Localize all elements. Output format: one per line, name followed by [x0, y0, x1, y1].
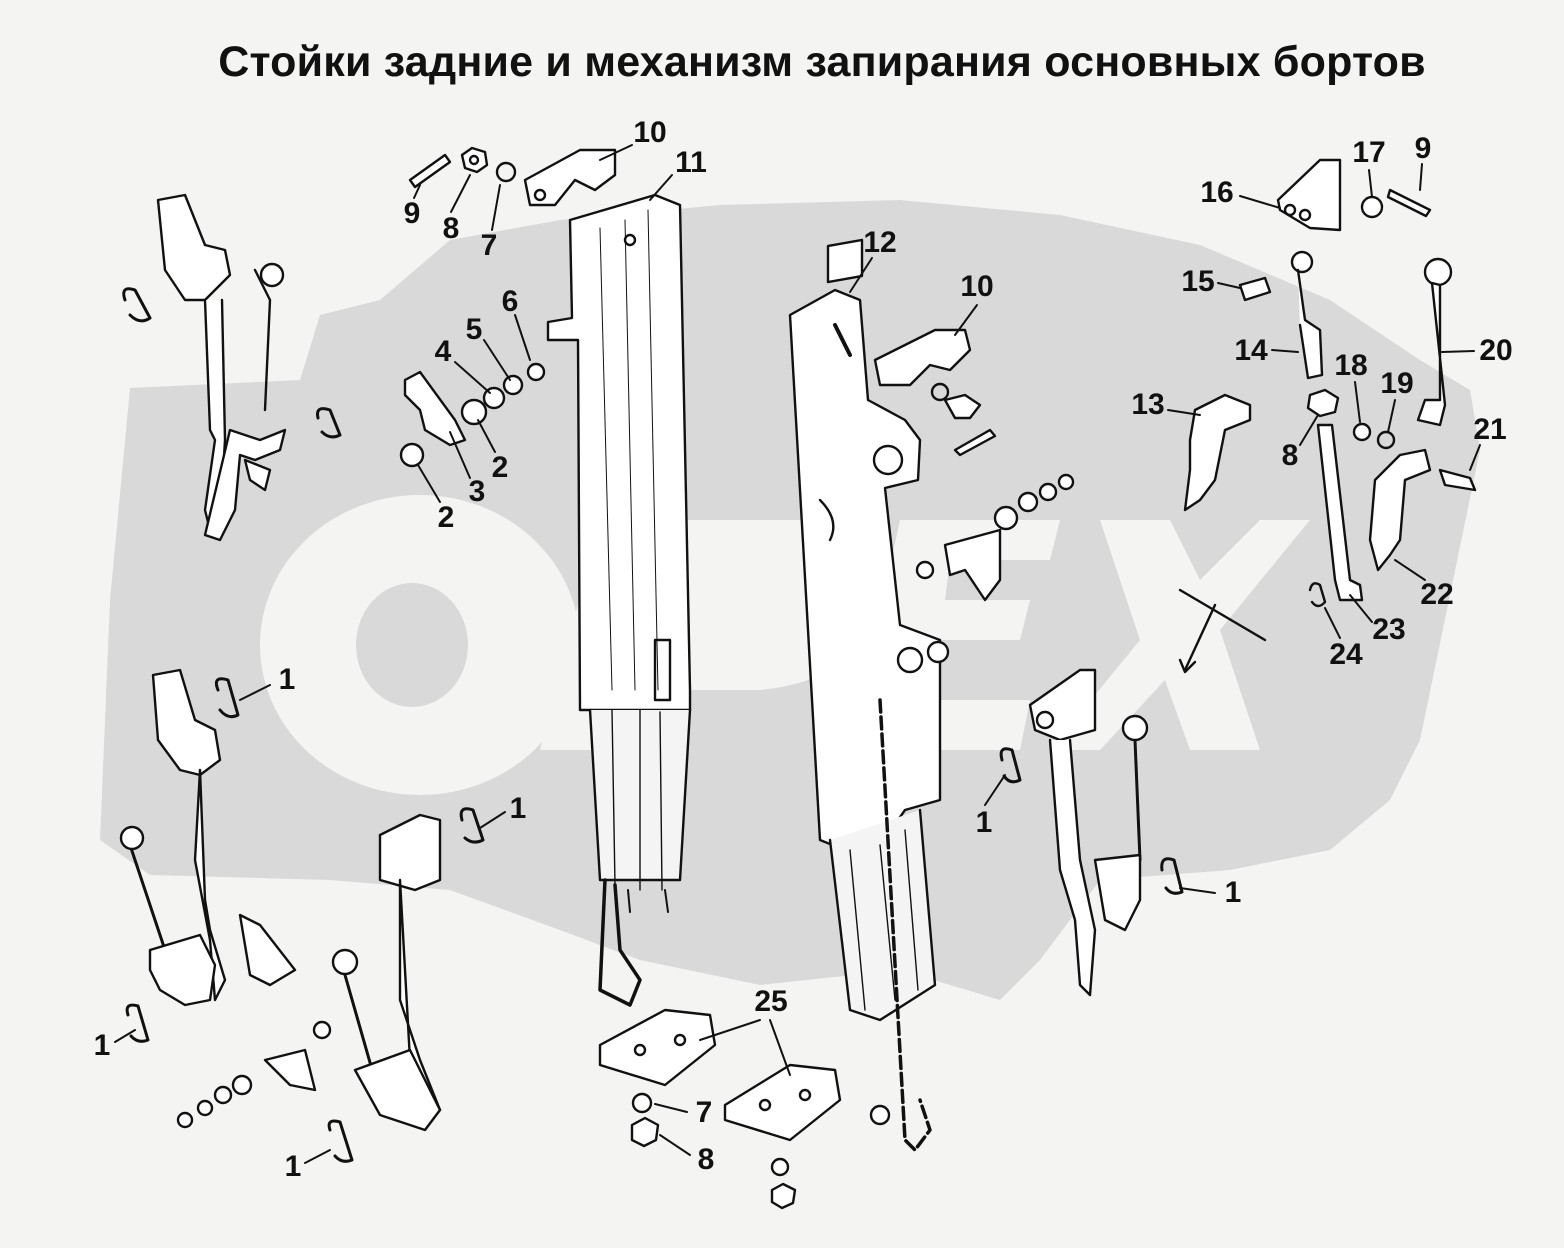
washer-17 [1360, 195, 1384, 219]
callout-label: 1 [93, 1029, 111, 1062]
callout-label: 10 [633, 116, 667, 149]
callout-label: 1 [284, 1150, 302, 1183]
callout-label: 8 [1281, 439, 1299, 472]
cotter-pin-9-right [1386, 188, 1432, 218]
pad-plate-25 [598, 1008, 842, 1142]
callout-label: 19 [1380, 367, 1414, 400]
clip-1 [122, 287, 1184, 1163]
callout-label: 24 [1329, 638, 1363, 671]
callout-label: 8 [697, 1143, 715, 1176]
direction-arrow [1178, 588, 1267, 674]
lock-mechanism-mid-left [119, 668, 297, 1007]
handle-20 [1416, 257, 1453, 427]
callout-label: 22 [1420, 578, 1454, 611]
cotter-pin-9-top [408, 153, 452, 189]
callout-label: 2 [491, 451, 509, 484]
catch-10-top [523, 148, 617, 207]
callout-label: 16 [1200, 176, 1234, 209]
diagram-title: Стойки задние и механизм запирания основ… [0, 38, 1564, 87]
lock-mechanism-right-center [1028, 668, 1149, 997]
callout-label: 9 [1414, 132, 1432, 165]
nut-8-right [1306, 388, 1340, 418]
callout-label: 7 [480, 229, 498, 262]
callout-label: 4 [434, 335, 452, 368]
callout-label: 25 [754, 985, 788, 1018]
callout-label: 18 [1334, 349, 1368, 382]
washer-nut-7-8-bottom [630, 1092, 797, 1210]
leader-lines [114, 144, 1481, 1164]
lock-washer-7-top [495, 161, 517, 183]
rear-stanchion-right [788, 238, 950, 1152]
callout-label: 14 [1234, 334, 1268, 367]
callout-label: 11 [675, 146, 707, 179]
callout-label: 9 [403, 197, 421, 230]
bolt-15 [1238, 276, 1272, 302]
callout-label: 1 [1224, 876, 1242, 909]
rod-14 [1290, 250, 1324, 380]
watermark-x [1050, 520, 1310, 750]
clip-24 [1308, 582, 1327, 608]
callout-label: 21 [1473, 413, 1507, 446]
callout-label: 5 [465, 313, 483, 346]
callout-label: 8 [442, 212, 460, 245]
callout-label: 23 [1372, 613, 1406, 646]
callout-label: 3 [468, 475, 486, 508]
diagram-title-text: Стойки задние и механизм запирания основ… [218, 38, 1426, 86]
latch-lever-13 [1183, 393, 1252, 512]
callout-label: 1 [975, 806, 993, 839]
washer-stack-2-6 [399, 362, 546, 468]
bracket-16 [1276, 158, 1342, 232]
callout-label: 20 [1479, 334, 1513, 367]
nut-18-washer-19 [1352, 422, 1396, 450]
catch-10-right [873, 328, 997, 457]
callout-label: 1 [278, 663, 296, 696]
callout-label: 6 [501, 285, 519, 318]
callout-label: 7 [695, 1096, 713, 1129]
threaded-rod-23 [1316, 423, 1364, 602]
rear-stanchion-left [546, 193, 692, 1007]
washer-stack-right [915, 473, 1075, 602]
callout-label: 12 [863, 226, 897, 259]
callout-label: 1 [509, 792, 527, 825]
callout-label: 10 [960, 270, 994, 303]
callout-label: 17 [1352, 136, 1386, 169]
callout-label: 13 [1131, 388, 1165, 421]
nut-8-top [460, 146, 489, 174]
latch-plate-3 [403, 370, 467, 447]
callout-label: 15 [1181, 265, 1215, 298]
callout-label: 2 [437, 501, 455, 534]
bolt-21 [1438, 468, 1477, 492]
watermark-o-inner [356, 583, 468, 707]
lock-mechanism-bottom-left [176, 813, 442, 1132]
latch-lever-22 [1368, 448, 1432, 572]
lock-mechanism-upper-left [156, 193, 287, 542]
